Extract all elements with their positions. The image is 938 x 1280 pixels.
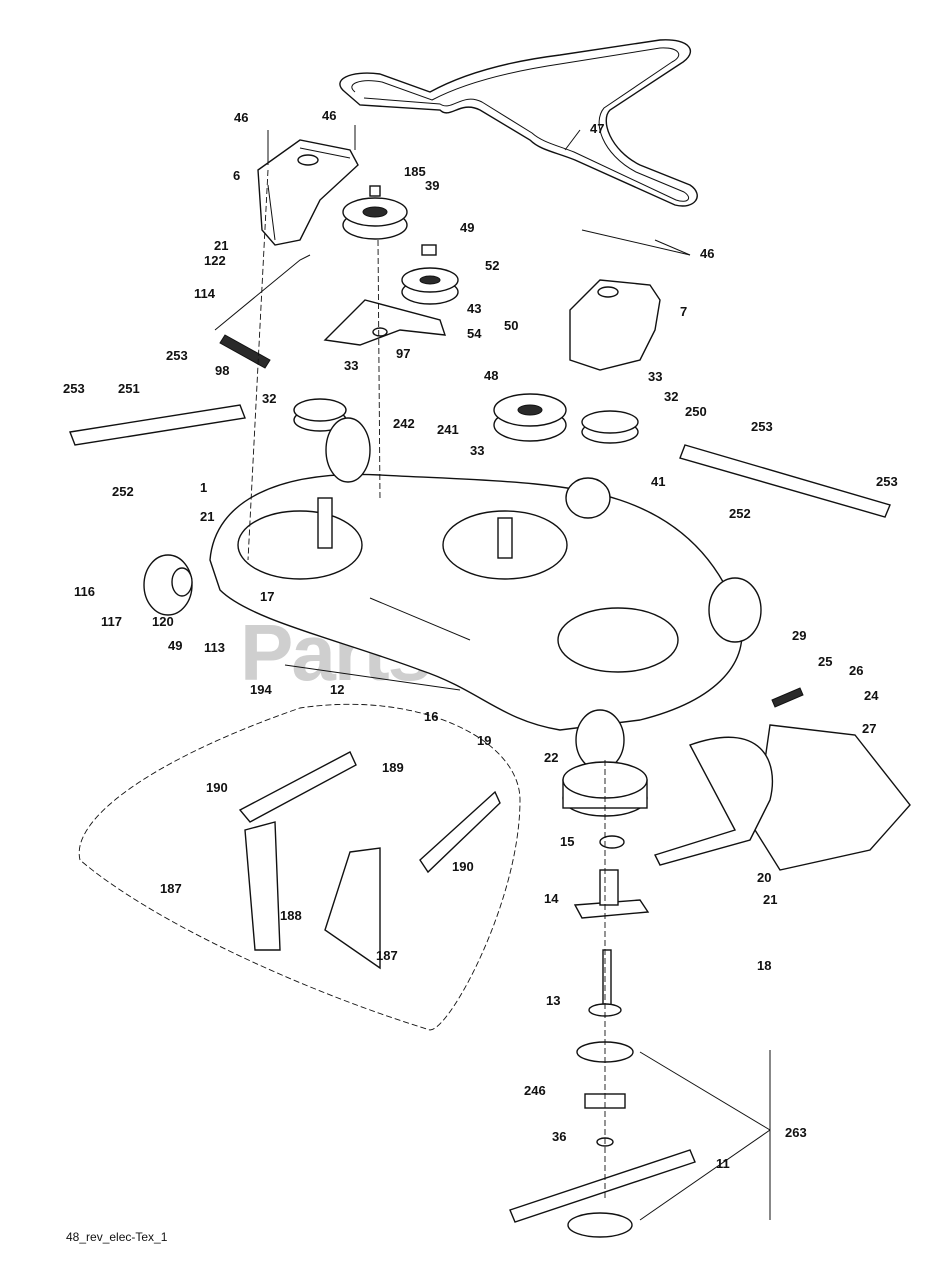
callout-33: 33 — [470, 443, 484, 458]
leader-lines — [247, 125, 771, 1221]
callout-16: 16 — [424, 709, 438, 724]
callout-26: 26 — [849, 663, 863, 678]
callout-6: 6 — [233, 168, 240, 183]
callout-250: 250 — [685, 404, 707, 419]
idler-pulley-52 — [401, 244, 459, 305]
callout-50: 50 — [504, 318, 518, 333]
idler-pulley-39 — [342, 185, 408, 240]
callout-29: 29 — [792, 628, 806, 643]
callout-46: 46 — [322, 108, 336, 123]
callout-114: 114 — [194, 286, 216, 301]
callout-12: 12 — [330, 682, 344, 697]
link-rod — [284, 664, 461, 691]
callout-189: 189 — [382, 760, 404, 775]
callout-33: 33 — [344, 358, 358, 373]
pulley-cover-left — [257, 139, 359, 246]
spindle-pulley-left — [293, 398, 347, 432]
callout-116: 116 — [74, 584, 95, 599]
callout-253: 253 — [876, 474, 898, 489]
callout-32: 32 — [262, 391, 276, 406]
chute-spring — [771, 687, 804, 708]
callout-13: 13 — [546, 993, 560, 1008]
callout-11: 11 — [716, 1156, 730, 1171]
callout-185: 185 — [404, 164, 426, 179]
callout-41: 41 — [651, 474, 665, 489]
callout-46: 46 — [700, 246, 714, 261]
callout-194: 194 — [250, 682, 272, 697]
callout-251: 251 — [118, 381, 140, 396]
inset-box — [78, 703, 521, 1031]
callout-19: 19 — [477, 733, 491, 748]
callout-188: 188 — [280, 908, 302, 923]
callout-39: 39 — [425, 178, 439, 193]
callout-49: 49 — [460, 220, 474, 235]
callout-187: 187 — [376, 948, 398, 963]
callout-21: 21 — [214, 238, 228, 253]
callout-21: 21 — [763, 892, 777, 907]
pulley-48 — [493, 393, 567, 442]
bracket-250 — [679, 444, 891, 518]
callout-47: 47 — [590, 121, 604, 136]
callout-97: 97 — [396, 346, 410, 361]
callout-242: 242 — [393, 416, 415, 431]
callout-253: 253 — [63, 381, 85, 396]
bracket-251 — [69, 404, 246, 446]
gauge-wheel — [143, 554, 193, 616]
callout-52: 52 — [485, 258, 499, 273]
callout-24: 24 — [864, 688, 879, 703]
callout-7: 7 — [680, 304, 687, 319]
callout-49: 49 — [168, 638, 182, 653]
callout-20: 20 — [757, 870, 771, 885]
callout-117: 117 — [101, 614, 122, 629]
callout-187: 187 — [160, 881, 182, 896]
callout-32: 32 — [664, 389, 678, 404]
callout-113: 113 — [204, 640, 225, 655]
callout-54: 54 — [467, 326, 482, 341]
callout-33: 33 — [648, 369, 662, 384]
callout-17: 17 — [260, 589, 274, 604]
callout-246: 246 — [524, 1083, 546, 1098]
callout-252: 252 — [729, 506, 751, 521]
spindle-assembly — [509, 761, 696, 1238]
idler-arm — [323, 299, 447, 346]
callout-1: 1 — [200, 480, 207, 495]
callout-252: 252 — [112, 484, 134, 499]
callout-18: 18 — [757, 958, 771, 973]
callout-46: 46 — [234, 110, 248, 125]
callout-253: 253 — [166, 348, 188, 363]
pulley-cover-right — [569, 279, 661, 371]
callout-43: 43 — [467, 301, 481, 316]
callout-27: 27 — [862, 721, 876, 736]
diagram-reference-code: 48_rev_elec-Tex_1 — [66, 1230, 168, 1244]
callout-48: 48 — [484, 368, 498, 383]
callout-98: 98 — [215, 363, 229, 378]
spring-and-rod — [214, 254, 311, 369]
callout-190: 190 — [452, 859, 474, 874]
callout-253: 253 — [751, 419, 773, 434]
callout-241: 241 — [437, 422, 459, 437]
callout-25: 25 — [818, 654, 832, 669]
callout-36: 36 — [552, 1129, 566, 1144]
discharge-chute — [654, 724, 911, 871]
mower-deck — [209, 417, 762, 771]
callout-15: 15 — [560, 834, 574, 849]
callout-263: 263 — [785, 1125, 807, 1140]
callout-190: 190 — [206, 780, 228, 795]
callouts: 46 46 47 185 39 6 49 52 46 21 122 114 43… — [63, 108, 898, 1171]
callout-120: 120 — [152, 614, 174, 629]
callout-22: 22 — [544, 750, 558, 765]
callout-14: 14 — [544, 891, 559, 906]
drive-belt — [339, 39, 698, 207]
spindle-pulley-right — [581, 410, 639, 444]
callout-122: 122 — [204, 253, 226, 268]
callout-21: 21 — [200, 509, 214, 524]
